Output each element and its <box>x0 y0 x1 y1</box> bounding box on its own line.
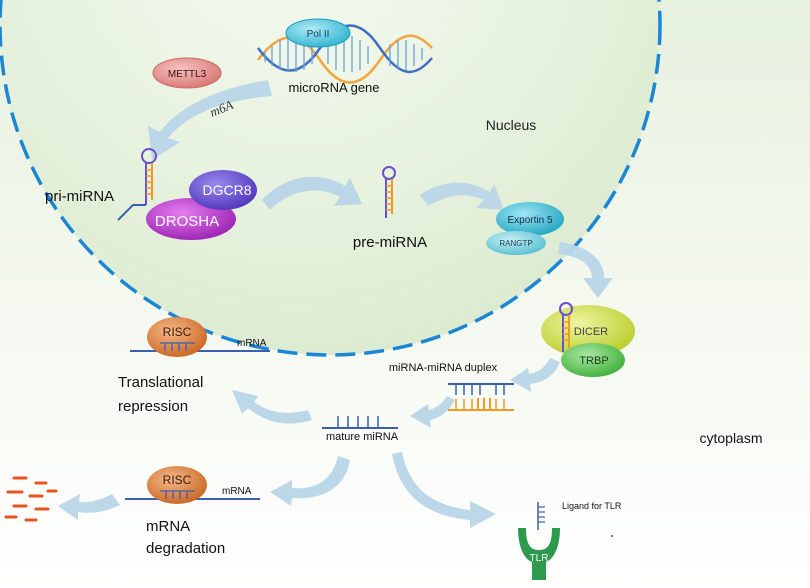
arrow-mature-to-risc <box>270 456 350 506</box>
dicer-label: DICER <box>574 326 608 338</box>
arrow-gene-to-pri <box>148 80 272 160</box>
duplex-label: miRNA-miRNA duplex <box>389 362 498 374</box>
repression-label: repression <box>118 398 188 415</box>
drosha-label: DROSHA <box>155 213 219 230</box>
arrow-pre-to-exportin <box>420 182 504 210</box>
mettl3-label: METTL3 <box>168 69 207 80</box>
trbp-protein: TRBP <box>561 343 625 377</box>
arrow-mature-to-repression <box>232 390 312 424</box>
dgcr8-enzyme: DGCR8 <box>189 170 257 210</box>
trbp-label: TRBP <box>579 355 608 367</box>
mrna-degradation-label-line1: mRNA <box>146 518 190 535</box>
mirna-duplex <box>448 383 514 411</box>
dgcr8-label: DGCR8 <box>202 182 251 198</box>
risc-complex-top: RISC mRNA <box>130 317 270 357</box>
pol2-label: Pol II <box>307 29 330 40</box>
ligand-tlr-label: Ligand for TLR <box>562 501 622 511</box>
mature-mirna <box>322 416 398 429</box>
degraded-mrna-fragments <box>4 476 58 522</box>
mrna-bottom-label: mRNA <box>222 486 252 497</box>
mature-mirna-label: mature miRNA <box>326 431 399 443</box>
mrna-top-label: mRNA <box>237 338 267 349</box>
pre-mirna-hairpin <box>382 166 396 218</box>
dicer-enzyme: DICER <box>541 305 635 357</box>
dicer-hairpin <box>559 302 573 352</box>
arrow-pri-to-pre <box>262 176 362 210</box>
arrow-risc-to-degradation <box>58 494 120 520</box>
pol2-enzyme: Pol II <box>285 18 351 48</box>
pri-mirna-hairpin <box>117 148 157 221</box>
nucleus-label: Nucleus <box>486 117 537 133</box>
dot-mark <box>611 535 613 537</box>
mettl3-enzyme: METTL3 <box>152 57 222 89</box>
risc-bottom-label: RISC <box>163 473 192 487</box>
rangtp-protein: RANGTP <box>486 231 546 255</box>
exportin5-label: Exportin 5 <box>507 215 552 226</box>
risc-complex-bottom: RISC mRNA <box>125 466 260 504</box>
tlr-label: TLR <box>530 553 549 564</box>
flow-arrows <box>58 80 613 528</box>
arrow-dicer-to-duplex <box>510 358 560 392</box>
microrna-gene-label: microRNA gene <box>288 80 379 95</box>
nucleus <box>0 0 662 357</box>
tlr-receptor: TLR <box>518 528 560 580</box>
arrow-mature-to-tlr <box>392 452 496 528</box>
pre-mirna-label: pre-miRNA <box>353 234 427 251</box>
pri-mirna-label: pri-miRNA <box>45 188 114 205</box>
translational-label: Translational <box>118 374 203 391</box>
risc-top-label: RISC <box>163 325 192 339</box>
cytoplasm-label: cytoplasm <box>699 430 762 446</box>
rangtp-label: RANGTP <box>499 239 532 248</box>
mrna-degradation-label-line2: degradation <box>146 540 225 557</box>
arrow-duplex-to-mature <box>410 396 455 428</box>
exportin5-protein: Exportin 5 <box>496 202 564 236</box>
tlr-ligand-mirna <box>537 502 545 530</box>
arrow-exportin-to-dicer <box>558 242 613 298</box>
